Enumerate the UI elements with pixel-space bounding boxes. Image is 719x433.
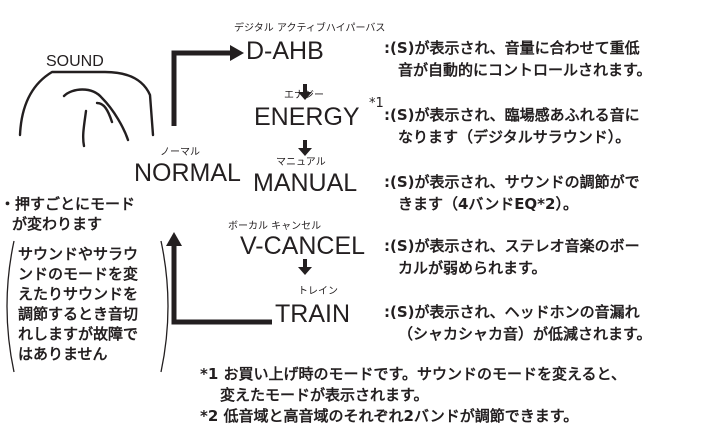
right-paren	[160, 240, 169, 373]
mode-description-energy-line-1: :(S)が表示され、臨場感あふれる音に	[384, 106, 640, 124]
sound-button-label: SOUND	[46, 53, 104, 70]
footnote-1-line-1: *1 お買い上げ時のモードです。サウンドのモードを変えると、	[200, 365, 626, 383]
normal-reading: ノーマル	[160, 147, 200, 158]
down-arrow-icon	[298, 259, 312, 275]
mode-description-energy-line-2: なります（デジタルサラウンド）。	[398, 128, 631, 146]
paren-note-line-1: サウンドやサラウ	[18, 245, 139, 263]
footnote-ref-1: *1	[369, 96, 384, 111]
mode-reading-vcancel: ボーカル キャンセル	[228, 221, 322, 232]
paren-note-line-2: ンドのモードを変	[18, 265, 139, 283]
mode-energy: ENERGY	[254, 103, 360, 131]
loop-arrow-bottom	[171, 244, 272, 325]
paren-note-line-5: れしますが故障で	[18, 325, 139, 343]
mode-description-manual-line-2: きます（4バンドEQ*2）。	[398, 195, 578, 213]
arrowhead-to-dahb	[230, 45, 244, 61]
mode-reading-train: トレイン	[298, 286, 338, 297]
left-paren	[6, 240, 15, 373]
mode-reading-dahb: デジタル アクティブハイパーバス	[234, 23, 386, 34]
paren-note-line-3: えたりサウンドを	[18, 285, 139, 303]
mode-dahb: D-AHB	[246, 37, 324, 65]
paren-note-line-4: 調節するとき音切	[18, 305, 139, 323]
arrowhead-to-normal	[166, 232, 182, 246]
mode-description-vcancel-line-1: :(S)が表示され、ステレオ音楽のボー	[384, 237, 640, 255]
mode-manual: MANUAL	[253, 169, 358, 197]
mode-description-manual-line-1: :(S)が表示され、サウンドの調節がで	[384, 173, 640, 191]
mode-description-train-line-1: :(S)が表示され、ヘッドホンの音漏れ	[384, 303, 640, 321]
down-arrow-icon	[298, 84, 312, 100]
loop-arrow-top	[171, 50, 232, 126]
mode-reading-manual: マニュアル	[276, 157, 326, 168]
mode-description-vcancel-line-2: カルが弱められます。	[398, 259, 547, 277]
mode-reading-energy: エナジー	[284, 90, 324, 101]
footnote-2: *2 低音域と高音域のそれぞれ2バンドが調節できます。	[200, 407, 579, 425]
down-arrow-icon	[298, 140, 312, 156]
mode-description-train-line-2: （シャカシャカ音）が低減されます。	[398, 325, 652, 343]
mode-normal: NORMAL	[134, 159, 241, 187]
paren-note-line-6: はありません	[18, 345, 108, 363]
mode-train: TRAIN	[275, 300, 350, 328]
finger-press-icon	[18, 70, 155, 148]
mode-description-dahb-line-2: 音が自動的にコントロールされます。	[398, 61, 652, 79]
mode-description-dahb-line-1: :(S)が表示され、音量に合わせて重低	[384, 39, 640, 57]
mode-vcancel: V-CANCEL	[240, 232, 366, 260]
side-note-line-1: ・押すごとにモード	[0, 195, 136, 213]
side-note-line-2: が変わります	[12, 215, 103, 233]
footnote-1-line-2: 変えたモードが表示されます。	[220, 386, 429, 404]
